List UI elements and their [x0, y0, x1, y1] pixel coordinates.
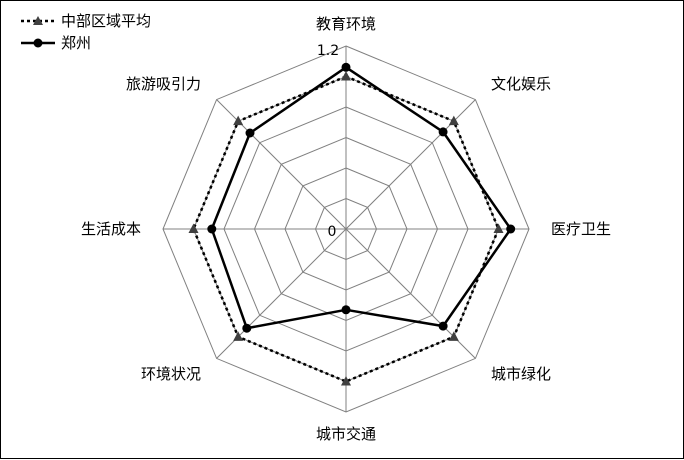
series-1-point-7: [188, 223, 199, 233]
axis-label-7: 生活成本: [81, 220, 141, 238]
axis-label-5: 城市交通: [316, 425, 376, 443]
legend-marker-series-1: [33, 16, 43, 25]
series-1-point-3: [493, 223, 504, 233]
series-2-point-3: [506, 224, 516, 234]
spoke-8: [216, 99, 347, 230]
series-2-point-4: [438, 321, 448, 331]
series-2-point-5: [341, 305, 351, 315]
series-2-point-6: [242, 323, 252, 333]
series-1-point-2: [448, 115, 459, 126]
axis-label-6: 环境状况: [141, 365, 201, 383]
legend: 中部区域平均 郑州: [21, 12, 151, 52]
axis-label-1: 教育环境: [316, 15, 376, 33]
tick-labels: 1.2 0: [317, 43, 339, 240]
series-2-point-7: [207, 224, 217, 234]
spoke-2: [345, 99, 476, 230]
legend-item-series-1: 中部区域平均: [21, 12, 151, 30]
legend-item-series-2: 郑州: [21, 34, 91, 52]
axis-label-8: 旅游吸引力: [126, 75, 201, 93]
series-1-point-6: [233, 331, 244, 341]
tick-label-min: 0: [328, 224, 337, 240]
legend-label-series-1: 中部区域平均: [61, 12, 151, 30]
legend-label-series-2: 郑州: [61, 34, 91, 52]
series-1-point-1: [341, 71, 351, 81]
series-1-point-5: [341, 376, 351, 386]
series-layer: [188, 62, 516, 386]
legend-marker-series-2: [33, 38, 43, 48]
series-1-point-8: [233, 115, 244, 126]
series-line-2: [210, 66, 512, 330]
series-1-point-4: [448, 331, 459, 341]
axis-label-3: 医疗卫生: [551, 220, 611, 238]
tick-label-max: 1.2: [317, 43, 339, 59]
radar-spokes: [163, 46, 529, 412]
axis-label-4: 城市绿化: [491, 365, 551, 383]
series-2-point-1: [341, 62, 351, 72]
series-2-point-8: [245, 128, 255, 138]
series-2-point-2: [438, 127, 448, 137]
axis-label-2: 文化娱乐: [491, 75, 551, 93]
